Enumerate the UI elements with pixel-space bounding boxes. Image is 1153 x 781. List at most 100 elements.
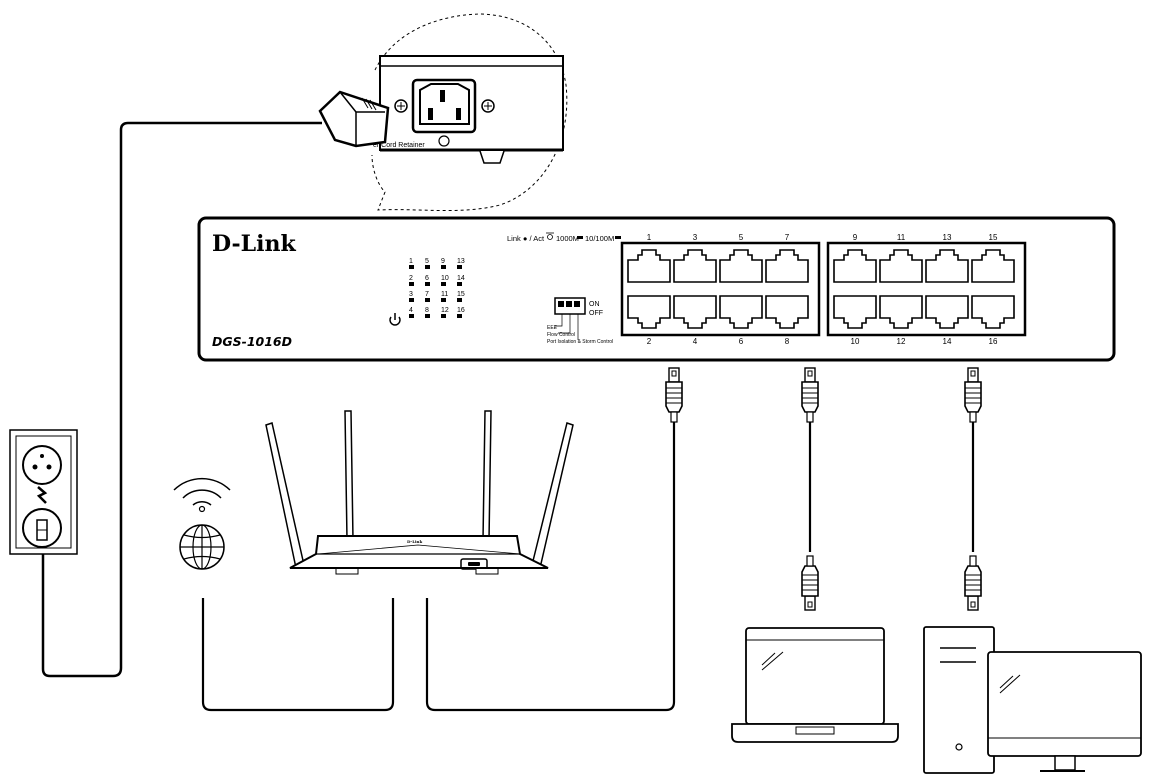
port-label-bottom: 6 (739, 337, 744, 346)
ethernet-port (765, 249, 809, 283)
ethernet-port (833, 249, 877, 283)
led-number-label: 8 (425, 307, 429, 314)
port-label-top: 11 (897, 233, 906, 242)
led-number-label: 1 (409, 258, 413, 265)
led-number-label: 16 (457, 307, 465, 314)
ethernet-port (627, 295, 671, 329)
desktop-computer-icon (923, 626, 1142, 774)
port-label-top: 9 (853, 233, 858, 242)
led-number-label: 5 (425, 258, 429, 265)
led-indicator (441, 265, 446, 269)
led-indicator (441, 298, 446, 302)
ethernet-port (627, 249, 671, 283)
dip-eee-label: EEE (547, 325, 558, 331)
led-indicator (457, 282, 462, 286)
port-label-bottom: 4 (693, 337, 698, 346)
ethernet-port (719, 249, 763, 283)
ethernet-connector-icon (964, 367, 982, 423)
led-indicator (425, 282, 430, 286)
laptop-icon (731, 627, 899, 743)
port-label-bottom: 12 (897, 337, 906, 346)
globe-icon (179, 524, 225, 570)
screw-icon (481, 99, 495, 113)
port-label-top: 7 (785, 233, 790, 242)
legend-1000m: 1000M (556, 234, 579, 243)
lightning-icon (36, 486, 48, 504)
legend-10-100m: 10/100M (585, 234, 614, 243)
ethernet-connector-icon (801, 367, 819, 423)
port-label-top: 5 (739, 233, 744, 242)
ethernet-port (765, 295, 809, 329)
led-indicator (457, 298, 462, 302)
port-label-top: 15 (989, 233, 998, 242)
led-indicator (409, 314, 414, 318)
port-label-bottom: 14 (943, 337, 952, 346)
led-indicator (425, 298, 430, 302)
wifi-icon (173, 477, 231, 513)
ethernet-port (719, 295, 763, 329)
ethernet-port (833, 295, 877, 329)
led-number-label: 12 (441, 307, 449, 314)
port-label-bottom: 2 (647, 337, 652, 346)
ethernet-cable-router-lan (425, 422, 676, 712)
led-number-label: 6 (425, 275, 429, 282)
dip-port-isolation-label: Port Isolation & Storm Control (547, 339, 613, 345)
port-label-bottom: 10 (851, 337, 860, 346)
power-button-icon (389, 313, 401, 326)
dip-switch: ON OFF EEE Flow Control Port Isolation &… (547, 297, 613, 345)
dip-off-label: OFF (589, 310, 603, 317)
port-label-top: 3 (693, 233, 698, 242)
ethernet-port (673, 295, 717, 329)
router-icon: D-Link (265, 410, 574, 575)
led-number-label: 10 (441, 275, 449, 282)
led-number-label: 2 (409, 275, 413, 282)
ethernet-port (879, 249, 923, 283)
ethernet-port (673, 249, 717, 283)
led-number-label: 7 (425, 291, 429, 298)
led-indicator (409, 298, 414, 302)
led-indicator (425, 314, 430, 318)
activity-icon (546, 232, 554, 240)
ethernet-connector-icon (801, 555, 819, 611)
ethernet-port (925, 249, 969, 283)
led-number-label: 3 (409, 291, 413, 298)
ethernet-port (971, 249, 1015, 283)
power-inlet-icon (411, 78, 477, 134)
led-indicator (425, 265, 430, 269)
internet-cable (201, 598, 395, 712)
led-indicator (457, 265, 462, 269)
ethernet-ports (627, 249, 1015, 329)
port-label-bottom: 8 (785, 337, 790, 346)
ethernet-connector-icon (665, 367, 683, 423)
port-label-top: 13 (943, 233, 952, 242)
ethernet-connectors (665, 367, 982, 611)
led-number-label: 4 (409, 307, 413, 314)
ethernet-port (879, 295, 923, 329)
port-label-top: 1 (647, 233, 652, 242)
led-number-label: 15 (457, 291, 465, 298)
led-indicator (441, 314, 446, 318)
led-indicator (409, 282, 414, 286)
led-indicator (441, 282, 446, 286)
power-inset: er Cord Retainer (318, 13, 568, 212)
port-label-bottom: 16 (989, 337, 998, 346)
ethernet-port (925, 295, 969, 329)
wall-outlet-icon (9, 429, 78, 555)
led-indicator (409, 265, 414, 269)
ethernet-port (971, 295, 1015, 329)
led-number-label: 13 (457, 258, 465, 265)
led-number-label: 14 (457, 275, 465, 282)
router-brand-logo: D-Link (407, 539, 422, 544)
led-indicator (457, 314, 462, 318)
dip-flow-control-label: Flow Control (547, 332, 575, 338)
legend-link-act: Link ● / Act (507, 234, 545, 243)
power-cable (41, 121, 322, 678)
screw-icon (394, 99, 408, 113)
dip-on-label: ON (589, 301, 600, 308)
cord-retainer-label: er Cord Retainer (373, 142, 425, 149)
ethernet-connector-icon (964, 555, 982, 611)
